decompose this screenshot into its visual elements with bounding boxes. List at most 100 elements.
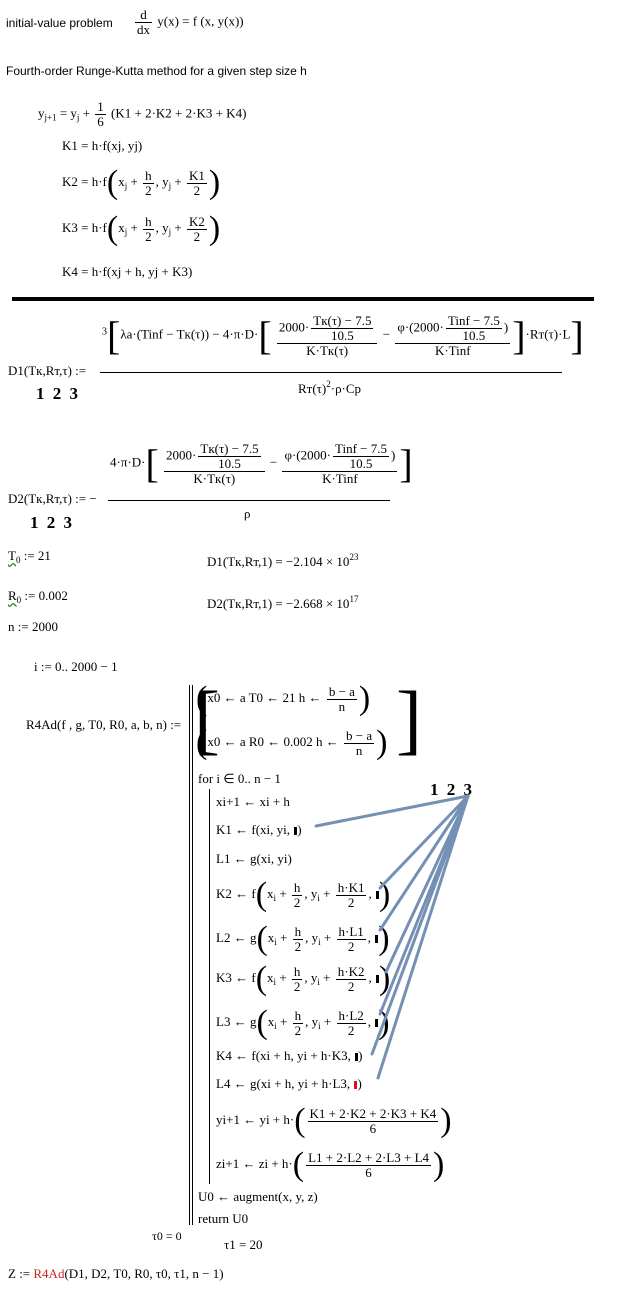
- t0-symbol: T: [8, 548, 16, 563]
- hl1: h·L1: [336, 923, 366, 940]
- r0-sub: 0: [16, 595, 22, 605]
- d1-lhs[interactable]: D1(Tк,Rт,τ) :=: [8, 363, 87, 378]
- d1-result[interactable]: D1(Tк,Rт,1) = −2.104 × 1023: [207, 552, 358, 570]
- z-assignment[interactable]: Z := R4Ad(D1, D2, T0, R0, τ0, τ1, n − 1): [8, 1266, 224, 1282]
- ba2: b − a: [344, 727, 375, 744]
- k1-text: K1 ← f(xi, yi,: [216, 822, 294, 837]
- k1n: K1: [186, 167, 207, 184]
- d2-lhs[interactable]: D2(Tк,Rт,τ) := −: [8, 491, 97, 506]
- init-row1: x0 ← a T0 ← 21 h ←: [207, 689, 322, 705]
- k2n: K2: [186, 213, 207, 230]
- d1-tail: ·Rт(τ)·L: [525, 326, 571, 342]
- denom: Rт(τ): [298, 381, 327, 396]
- arrow-k4: [370, 794, 470, 1056]
- arrow-k3: [384, 794, 470, 974]
- six-a: 6: [369, 1120, 377, 1136]
- eq-y: = y: [59, 105, 77, 121]
- ivp-rhs: y(x) = f (x, y(x)): [157, 13, 244, 29]
- u0-line[interactable]: U0 ← augment(x, y, z): [198, 1189, 318, 1204]
- dx-label: dx: [137, 22, 150, 37]
- d2-pre: 4·π·D·: [110, 454, 146, 470]
- yi1-num: K1 + 2·K2 + 2·K3 + K4: [307, 1105, 439, 1122]
- phi: φ·: [284, 446, 297, 462]
- return-line[interactable]: return U0: [198, 1211, 249, 1226]
- rk-k1[interactable]: K1 = h·f(xj, yj): [62, 138, 143, 153]
- rk-title: Fourth-order Runge-Kutta method for a gi…: [6, 64, 307, 78]
- ten5: 10.5: [330, 327, 354, 343]
- two: 2: [145, 228, 152, 244]
- i-range[interactable]: i := 0.. 2000 − 1: [34, 659, 118, 674]
- den1: K·Tк(τ): [193, 470, 236, 486]
- phi: φ·: [397, 318, 410, 334]
- denom-tail: ·ρ·Cp: [330, 381, 362, 396]
- d1-part-a: λa·(Tinf − Tк(τ)) − 4·π·D·: [120, 326, 259, 342]
- d2-labels: 1 2 3: [30, 513, 74, 532]
- tau0[interactable]: τ0 = 0: [152, 1229, 182, 1243]
- d1-denominator: Rт(τ)2·ρ·Cp: [298, 379, 361, 397]
- xi1-line[interactable]: xi+1 ← xi + h: [216, 794, 290, 809]
- two-k2: 2000·: [413, 318, 444, 334]
- six: 6: [97, 114, 104, 129]
- ten5-2: 10.5: [349, 455, 373, 471]
- hk2: h·K2: [335, 963, 367, 980]
- nn: n: [338, 698, 346, 714]
- den2: K·Tinf: [322, 470, 358, 486]
- r0-def[interactable]: R0 := 0.002: [8, 588, 68, 605]
- h: h: [143, 213, 154, 230]
- d2-fraction-bar: [108, 500, 390, 501]
- n-def[interactable]: n := 2000: [8, 619, 58, 634]
- k4-line[interactable]: K4 ← f(xi + h, yi + h·K3, ): [216, 1048, 363, 1063]
- hk1: h·K1: [335, 879, 367, 896]
- program-bar-outer2: [192, 685, 193, 1225]
- k2-text: K2 ← f: [216, 885, 256, 901]
- t-num: Tк(τ) − 7.5: [198, 440, 261, 457]
- two-k2: 2000·: [300, 446, 331, 462]
- k1-line[interactable]: K1 ← f(xi, yi, ): [216, 822, 302, 837]
- yi1-text: yi+1 ← yi + h·: [216, 1111, 295, 1127]
- den1: K·Tк(τ): [306, 342, 349, 358]
- d-label: d: [135, 8, 152, 23]
- d1-numerator: 3[λa·(Tinf − Tк(τ)) − 4·π·D·[ 2000·Tк(τ)…: [102, 312, 584, 358]
- arrow-k1: [314, 794, 470, 828]
- r0-rhs: := 0.002: [24, 588, 68, 603]
- j-sub: j: [76, 112, 80, 123]
- for-loop[interactable]: for i ∈ 0.. n − 1: [198, 771, 281, 786]
- d2-denominator: ρ: [244, 506, 251, 521]
- init-bracket-left: [: [194, 675, 220, 762]
- rk-k4[interactable]: K4 = h·f(xj + h, yj + K3): [62, 264, 193, 279]
- j1-sub: j+1: [44, 112, 57, 123]
- two-k: 2000·: [166, 446, 197, 462]
- d2-result[interactable]: D2(Tк,Rт,1) = −2.668 × 1017: [207, 594, 358, 612]
- init-bracket-right: ]: [396, 675, 422, 762]
- d1-fraction-bar: [100, 372, 562, 373]
- z-lhs: Z :=: [8, 1266, 34, 1281]
- l1-line[interactable]: L1 ← g(xi, yi): [216, 851, 292, 866]
- k3-pre: K3 = h·f: [62, 219, 107, 235]
- l3-text: L3 ← g: [216, 1013, 257, 1029]
- t0-def[interactable]: T0 := 21: [8, 548, 51, 565]
- init-row2: x0 ← a R0 ← 0.002 h ←: [207, 733, 339, 749]
- l4-line[interactable]: L4 ← g(xi + h, yi + h·L3, ): [216, 1076, 362, 1091]
- k4-text: K4 ← f(xi + h, yi + h·K3,: [216, 1048, 355, 1063]
- tinf-num: Tinf − 7.5: [332, 440, 389, 457]
- plus: +: [82, 105, 91, 121]
- l2-text: L2 ← g: [216, 929, 257, 945]
- r4ad-lhs[interactable]: R4Ad(f , g, T0, R0, a, b, n) :=: [26, 717, 182, 732]
- tau1[interactable]: τ1 = 20: [224, 1237, 263, 1252]
